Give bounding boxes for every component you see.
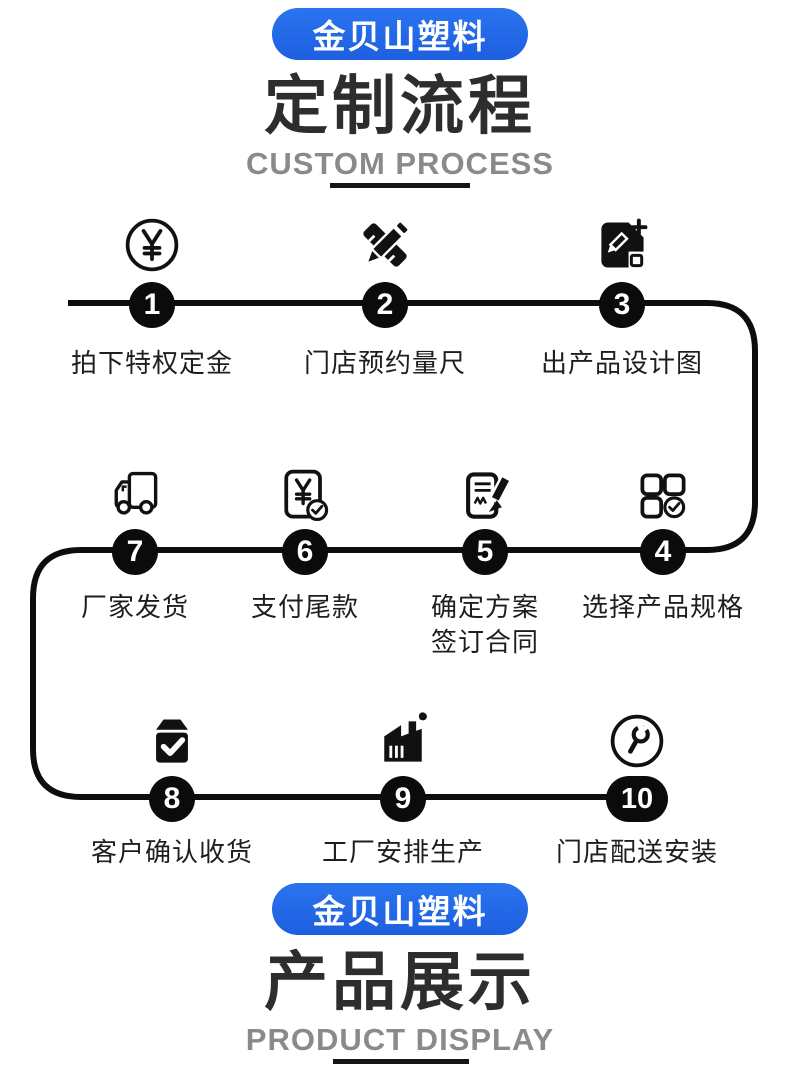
grid-check-icon [633,466,693,526]
step-4: 4 选择产品规格 [548,466,778,625]
process-section-title: 定制流程 [264,70,536,142]
step-number: 5 [462,529,508,575]
step-6: 6 支付尾款 [190,466,420,625]
step-number: 10 [606,776,668,822]
step-number: 3 [599,282,645,328]
brand-badge-label: 金贝山塑料 [312,18,488,55]
step-number: 8 [149,776,195,822]
brand-badge-bottom: 金贝山塑料 [272,883,528,935]
factory-icon [373,711,433,771]
brand-badge-label: 金贝山塑料 [312,893,488,930]
process-section-subtitle: CUSTOM PROCESS [246,146,554,181]
brand-badge-top: 金贝山塑料 [272,8,528,60]
step-2: 2 门店预约量尺 [270,215,500,381]
step-label: 门店配送安装 [555,837,718,867]
step-label: 厂家发货 [80,592,189,622]
step-label-line1: 确定方案 [430,592,539,622]
step-label: 确定方案签订合同 [431,590,539,660]
step-number: 1 [129,282,175,328]
step-number: 7 [112,529,158,575]
step-label: 出产品设计图 [540,348,703,378]
step-number: 2 [362,282,408,328]
truck-icon [105,466,165,526]
step-3: 3 出产品设计图 [507,215,737,381]
step-number: 9 [380,776,426,822]
step-7: 7 厂家发货 [20,466,250,625]
step-label: 支付尾款 [250,592,359,622]
contract-pen-icon [455,466,515,526]
step-label: 工厂安排生产 [321,837,484,867]
step-9: 9 工厂安排生产 [288,711,518,870]
step-label: 客户确认收货 [90,837,253,867]
step-label: 拍下特权定金 [70,348,233,378]
step-5: 5 确定方案签订合同 [370,466,600,660]
pencil-ruler-icon [355,215,415,275]
display-section-subtitle: PRODUCT DISPLAY [245,1022,555,1057]
step-number: 4 [640,529,686,575]
step-label: 门店预约量尺 [303,348,466,378]
step-10: 10 门店配送安装 [522,711,752,870]
step-label: 选择产品规格 [581,592,744,622]
display-title-underline [333,1059,469,1064]
yen-circle-icon [122,215,182,275]
step-label-line2: 签订合同 [430,627,539,657]
step-8: 8 客户确认收货 [57,711,287,870]
box-check-icon [142,711,202,771]
wrench-circle-icon [607,711,667,771]
display-section-title: 产品展示 [264,946,536,1018]
design-file-icon [592,215,652,275]
step-number: 6 [282,529,328,575]
step-1: 1 拍下特权定金 [37,215,267,381]
payment-check-icon [275,466,335,526]
process-title-underline [330,183,470,188]
